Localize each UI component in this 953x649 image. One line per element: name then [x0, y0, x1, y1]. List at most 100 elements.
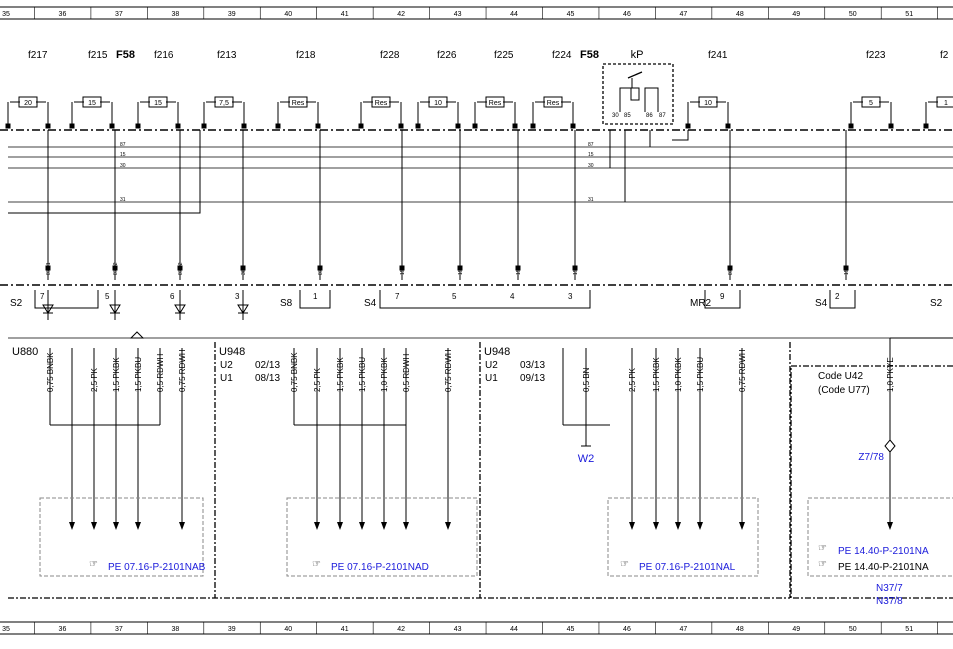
wire-label: 1,0 PKYE: [886, 357, 895, 392]
wire-label: 1,5 PKBK: [112, 357, 121, 392]
ref-link[interactable]: PE 07.16-P-2101NAB: [108, 562, 206, 573]
hand-pointer-icon: ☞: [818, 543, 827, 554]
hand-pointer-icon: ☞: [312, 559, 321, 570]
connector-label[interactable]: Z7/78: [858, 452, 884, 463]
ruler-label: 45: [567, 626, 575, 633]
splice-label: S8: [280, 298, 293, 309]
wire-label: 1,5 PKBU: [696, 357, 705, 392]
relay-contact: [644, 87, 659, 112]
ruler-label: 49: [792, 11, 800, 18]
splice-bracket: [829, 290, 856, 309]
wire-label: 0,75 RDWH: [178, 349, 187, 392]
ruler-label: 38: [171, 11, 179, 18]
relay-pin: 87: [659, 113, 666, 119]
splice-label: S4: [364, 298, 377, 309]
arrow-head: [314, 522, 320, 530]
arrow-head: [629, 522, 635, 530]
fuse-body: [861, 96, 881, 108]
fuse-label: f226: [437, 50, 457, 61]
ref-link[interactable]: PE 07.16-P-2101NAL: [639, 562, 736, 573]
bus-label: 30: [120, 163, 126, 169]
module-code: U2: [485, 360, 498, 371]
splice-label: S2: [930, 298, 943, 309]
splice-number: 5: [105, 292, 110, 301]
fuse-body: [82, 96, 102, 108]
bus-label: 15: [120, 152, 126, 158]
diode: [109, 304, 121, 314]
splice-bracket: [34, 290, 99, 309]
ground-label[interactable]: W2: [578, 453, 595, 465]
module-name: U948: [219, 346, 245, 358]
arrow-head: [445, 522, 451, 530]
ruler-label: 43: [454, 11, 462, 18]
wire-label: 2,5 PK: [313, 367, 322, 392]
wire-label: 1,0 PKBK: [380, 357, 389, 392]
arrow-head: [403, 522, 409, 530]
fuse-body: [936, 96, 953, 108]
connector-label[interactable]: N37/8: [876, 596, 903, 607]
arrow-head: [69, 522, 75, 530]
ruler-label: 41: [341, 11, 349, 18]
splice-number: 5: [452, 292, 457, 301]
ruler-label: 42: [397, 11, 405, 18]
pin-label: 15: [573, 269, 579, 275]
bus-label: 31: [120, 197, 126, 203]
pin-terminal: [399, 265, 405, 271]
ref-link[interactable]: PE 14.40-P-2101NA: [838, 546, 929, 557]
connector-label[interactable]: N37/7: [876, 583, 903, 594]
ruler-label: 40: [284, 626, 292, 633]
fuse-rating: 7,5: [219, 100, 229, 107]
connector-diamond: [884, 439, 896, 453]
bus-label: 87: [588, 142, 594, 148]
ref-link[interactable]: PE 14.40-P-2101NA: [838, 562, 929, 573]
fuse-rating: Res: [489, 100, 502, 107]
circuit-lines: [0, 63, 953, 599]
ruler-label: 44: [510, 11, 518, 18]
terminal: [69, 123, 75, 129]
terminal: [415, 123, 421, 129]
terminal: [109, 123, 115, 129]
terminal: [201, 123, 207, 129]
module-name: U948: [484, 346, 510, 358]
hand-pointer-icon: ☞: [818, 559, 827, 570]
ruler-label: 42: [397, 626, 405, 633]
relay-pin: 30: [612, 113, 619, 119]
fuse-rating: 1: [944, 100, 948, 107]
splice-number: 6: [170, 292, 175, 301]
ref-link[interactable]: PE 07.16-P-2101NAD: [331, 562, 429, 573]
ruler-label: 50: [849, 11, 857, 18]
ruler-label: 48: [736, 11, 744, 18]
fuse-rating: 10: [704, 100, 712, 107]
fuse-rating: Res: [292, 100, 305, 107]
fuse-body: [485, 96, 505, 108]
ref-box: [607, 497, 759, 577]
terminal: [512, 123, 518, 129]
relay-coil-body: [630, 87, 640, 101]
terminal: [135, 123, 141, 129]
fuse-box-label: F58: [580, 49, 599, 61]
module-code: U2: [220, 360, 233, 371]
fuse-box-label: F58: [116, 49, 135, 61]
ruler-label: 48: [736, 626, 744, 633]
ref-box: [286, 497, 478, 577]
ruler-label: 47: [680, 626, 688, 633]
fuse-body: [18, 96, 38, 108]
module-date: 02/13: [255, 360, 280, 371]
module-date: 03/13: [520, 360, 545, 371]
arrow-head: [135, 522, 141, 530]
splice-label: S2: [10, 298, 23, 309]
module-code: U1: [220, 373, 233, 384]
pin-terminal: [240, 265, 246, 271]
wire-label: 1,5 PKBK: [652, 357, 661, 392]
pin-terminal: [843, 265, 849, 271]
splice-bracket: [379, 290, 591, 309]
fuse-label: f225: [494, 50, 514, 61]
relay-switch: [627, 71, 643, 79]
code-label: (Code U77): [818, 385, 870, 396]
pin-terminal: [45, 265, 51, 271]
pin-label: 30z: [241, 266, 247, 275]
arrow-head: [337, 522, 343, 530]
terminal: [358, 123, 364, 129]
fuse-label: f223: [866, 50, 886, 61]
ruler-label: 51: [905, 11, 913, 18]
